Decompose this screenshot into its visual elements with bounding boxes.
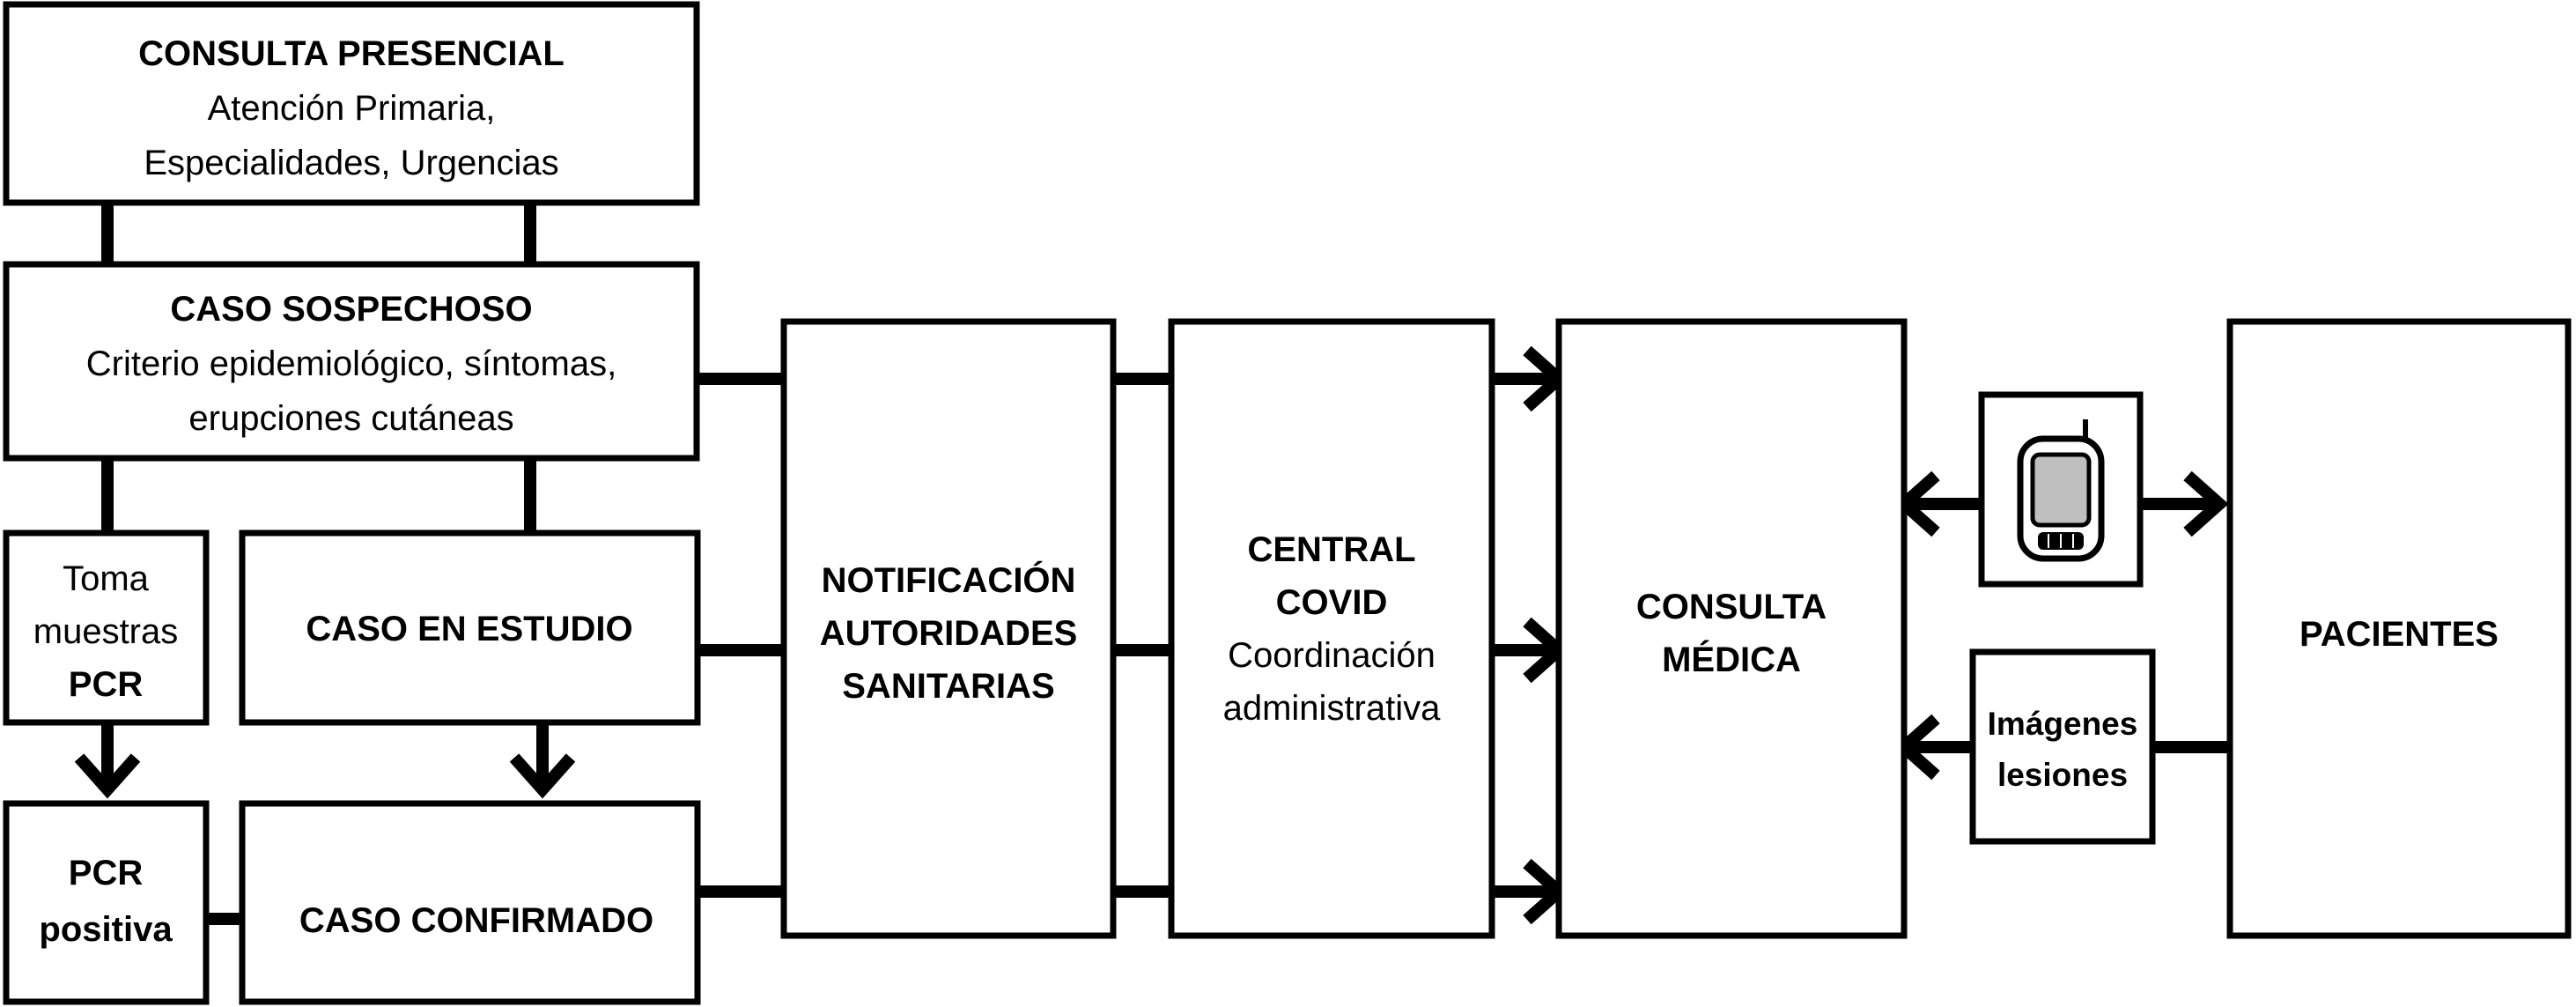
box-text: PCR <box>69 854 144 892</box>
box-title: CONSULTA PRESENCIAL <box>138 34 565 73</box>
box-text: lesiones <box>1997 757 2128 793</box>
box-caso-en-estudio: CASO EN ESTUDIO <box>239 529 701 726</box>
box-toma-muestras: Toma muestras PCR <box>3 529 210 726</box>
arrowhead-right-phone-pacientes <box>2183 470 2229 537</box>
box-text: PCR <box>69 665 144 704</box>
box-imagenes-lesiones: Imágenes lesiones <box>1969 648 2156 845</box>
box-title: CASO SOSPECHOSO <box>170 290 532 329</box>
box-text: Toma <box>63 559 150 598</box>
box-text: AUTORIDADES <box>820 614 1078 653</box>
box-caso-sospechoso: CASO SOSPECHOSO Criterio epidemiológico,… <box>3 261 700 462</box>
box-text: Criterio epidemiológico, síntomas, <box>86 344 616 383</box>
arrowhead-down-confirmado <box>509 753 576 799</box>
box-pacientes: PACIENTES <box>2226 318 2572 939</box>
box-text: MÉDICA <box>1662 640 1801 679</box>
box-text: Coordinación <box>1228 636 1436 675</box>
box-title: CASO EN ESTUDIO <box>306 610 632 648</box>
box-title: PACIENTES <box>2299 615 2498 654</box>
mobile-phone-icon <box>2017 419 2105 562</box>
box-text: SANITARIAS <box>842 667 1054 706</box>
box-text: muestras <box>33 612 179 651</box>
box-text: Atención Primaria, <box>208 89 496 128</box>
box-text: NOTIFICACIÓN <box>822 559 1076 600</box>
box-caso-confirmado: CASO CONFIRMADO <box>239 800 701 1005</box>
connectors <box>101 203 2230 925</box>
box-text: COVID <box>1276 583 1388 622</box>
box-text: Especialidades, Urgencias <box>144 144 558 182</box>
box-central-covid: CENTRAL COVID Coordinación administrativ… <box>1168 318 1495 939</box>
box-text: erupciones cutáneas <box>188 399 513 438</box>
arrowhead-down-pcr <box>74 753 141 799</box>
box-notificacion: NOTIFICACIÓN AUTORIDADES SANITARIAS <box>780 318 1117 939</box>
box-title: CASO CONFIRMADO <box>299 901 653 940</box>
box-phone <box>1978 391 2144 588</box>
box-text: CENTRAL <box>1247 530 1415 569</box>
box-consulta-presencial: CONSULTA PRESENCIAL Atención Primaria, E… <box>3 1 700 206</box>
box-text: CONSULTA <box>1636 588 1827 626</box>
box-consulta-medica: CONSULTA MÉDICA <box>1555 318 1908 939</box>
box-text: administrativa <box>1223 689 1442 728</box>
box-pcr-positiva: PCR positiva <box>3 800 210 1005</box>
box-text: Imágenes <box>1988 706 2138 742</box>
box-text: positiva <box>39 910 173 949</box>
